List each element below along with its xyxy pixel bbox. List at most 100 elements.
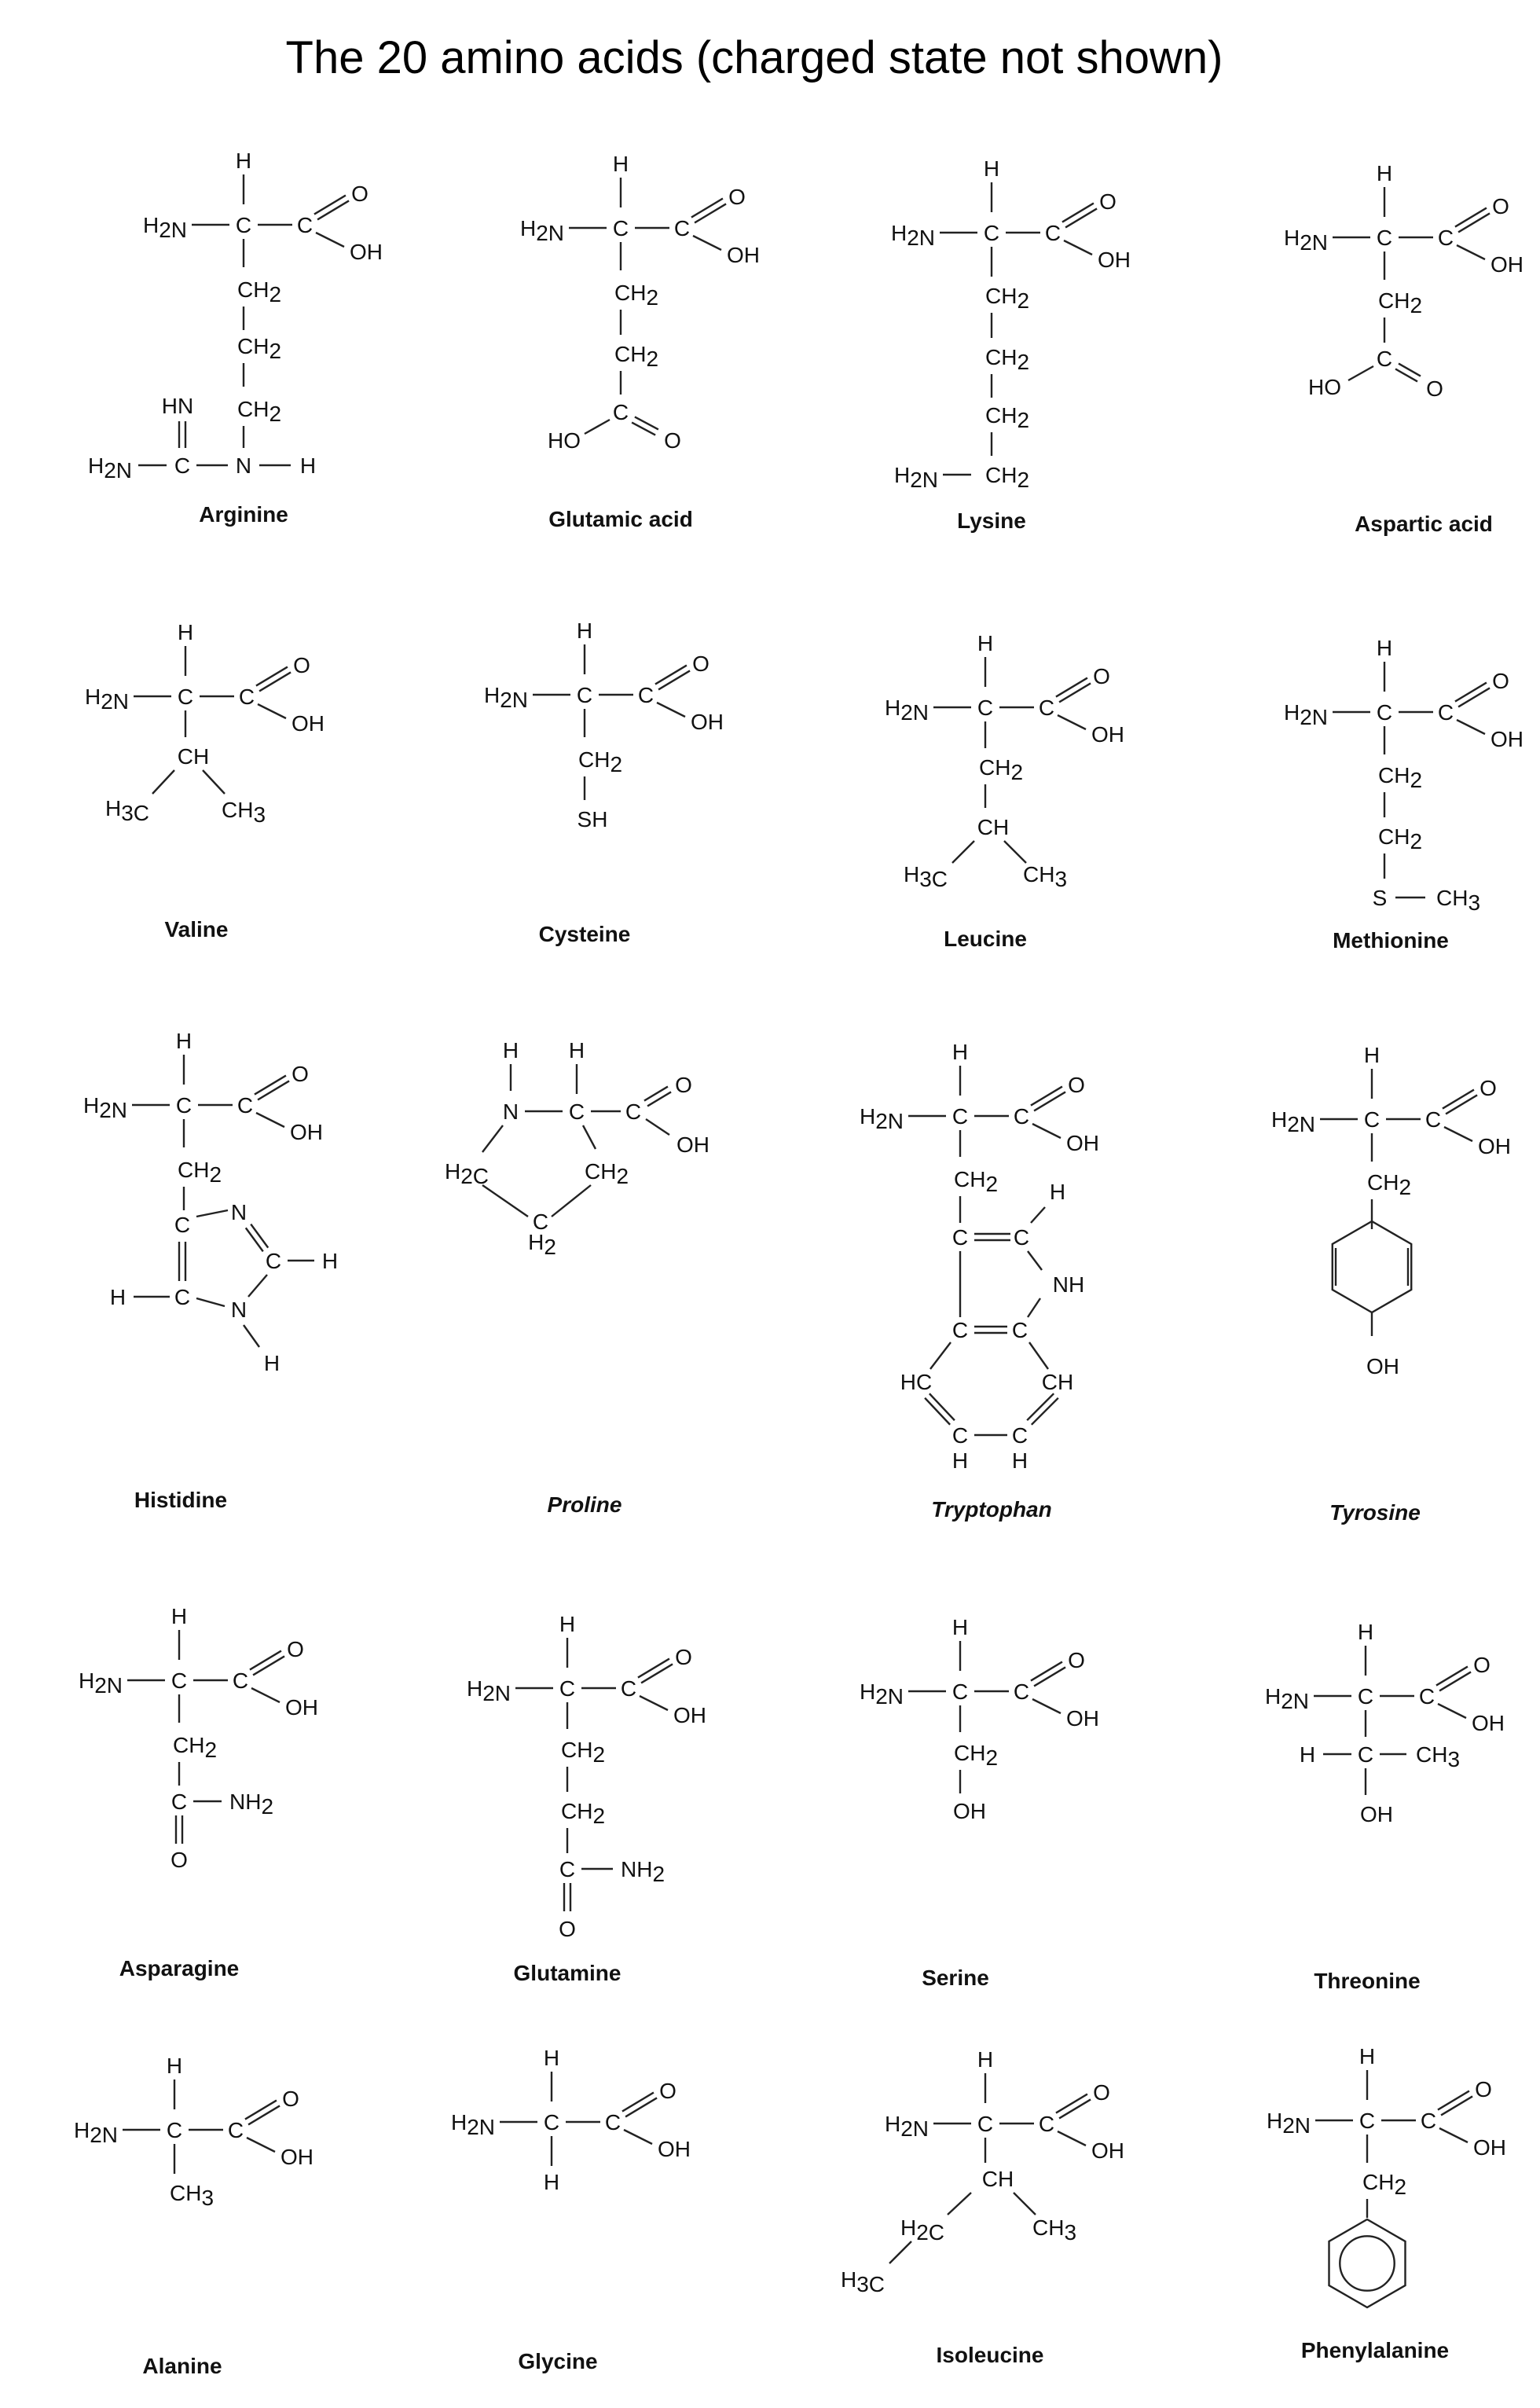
atom-label: H xyxy=(503,1038,519,1063)
atom-label: OH xyxy=(1473,2135,1506,2160)
bond-line xyxy=(1443,1125,1473,1143)
bond-line xyxy=(257,1080,290,1101)
atom-label: CH2 xyxy=(1378,763,1422,792)
bond-line xyxy=(930,1342,952,1370)
atom-label: CH2 xyxy=(985,403,1029,432)
amino-acid-name: Leucine xyxy=(944,927,1027,951)
atom-label: N xyxy=(231,1298,247,1322)
atom-label: C xyxy=(613,400,629,424)
atom-label: CH2 xyxy=(1378,824,1422,853)
atom-label: H2N xyxy=(520,216,564,245)
atom-label: H2C xyxy=(445,1159,489,1188)
bond-line xyxy=(202,769,226,795)
atom-label: CH3 xyxy=(1032,2215,1076,2245)
bond-line xyxy=(315,231,345,248)
atom-label: CH2 xyxy=(985,345,1029,374)
bond-line xyxy=(314,194,346,215)
atom-label: OH xyxy=(1091,2138,1124,2163)
bond-line xyxy=(656,701,686,718)
bond-line xyxy=(889,2241,912,2264)
atom-label: H xyxy=(171,1604,187,1628)
bond-line xyxy=(1028,1342,1049,1370)
atom-label: H2N xyxy=(885,696,929,725)
atom-label: C xyxy=(977,2112,993,2136)
atom-label: C xyxy=(178,685,193,709)
bond-line xyxy=(152,769,175,795)
atom-label: H2N xyxy=(484,683,528,712)
bond-line xyxy=(947,2192,972,2215)
atom-label: H2N xyxy=(860,1679,904,1709)
amino-acid-name: Proline xyxy=(548,1492,622,1517)
atom-label: C xyxy=(621,1676,636,1701)
atom-label: H2N xyxy=(88,453,132,483)
atom-label: OH xyxy=(1098,248,1131,272)
atom-label: CH2 xyxy=(954,1741,998,1770)
atom-label: NH2 xyxy=(621,1857,665,1886)
amino-acid-name: Tryptophan xyxy=(931,1497,1051,1522)
atom-label: O xyxy=(1492,669,1509,693)
atom-label: C xyxy=(613,216,629,240)
atom-label: C xyxy=(1438,700,1454,725)
atom-label: O xyxy=(675,1645,692,1669)
amino-acid-name: Methionine xyxy=(1333,928,1449,953)
atom-label: H xyxy=(236,149,251,173)
bond-line xyxy=(1456,244,1486,261)
bond-line xyxy=(1030,1206,1046,1224)
atom-label: H xyxy=(178,620,193,644)
atom-label: O xyxy=(282,2087,299,2111)
atom-label: C xyxy=(952,1225,968,1250)
atom-label: CH2 xyxy=(985,463,1029,492)
atom-label: CH3 xyxy=(170,2181,214,2210)
bond-line xyxy=(1445,1094,1478,1115)
atom-label: S xyxy=(1373,886,1388,910)
atom-label: H2N xyxy=(143,213,187,242)
bond-line xyxy=(1458,687,1490,708)
atom-label: CH3 xyxy=(222,798,266,827)
atom-label: OH xyxy=(1091,722,1124,747)
atom-label: OH xyxy=(1366,1354,1399,1378)
aromatic-circle xyxy=(1339,2235,1395,2292)
bond-line xyxy=(1436,1665,1468,1687)
atom-label: C xyxy=(638,683,654,707)
atom-label: H2N xyxy=(79,1668,123,1698)
amino-acid-name: Glutamine xyxy=(514,1961,622,1985)
atom-label: H xyxy=(110,1285,126,1309)
bond-line xyxy=(1437,1702,1467,1720)
atom-label: NH xyxy=(1053,1272,1084,1297)
atom-label: C xyxy=(577,683,592,707)
atom-label: OH xyxy=(691,710,724,734)
atom-label: C xyxy=(167,2118,182,2142)
bond-line xyxy=(1348,365,1374,382)
atom-label: OH xyxy=(285,1695,318,1720)
amino-acid-name: Alanine xyxy=(142,2354,222,2378)
atom-label: C xyxy=(171,1668,187,1693)
atom-label: HO xyxy=(548,428,581,453)
bond-line xyxy=(1398,362,1421,377)
atom-label: H xyxy=(1377,161,1392,185)
atom-label: H xyxy=(569,1038,585,1063)
bond-line xyxy=(637,1657,670,1679)
atom-label: C xyxy=(174,453,190,478)
atom-label: O xyxy=(1426,376,1443,401)
bond-line xyxy=(647,1091,672,1107)
bond-line xyxy=(1439,2127,1468,2144)
bond-line xyxy=(640,1663,673,1684)
atom-label: O xyxy=(1473,1653,1490,1677)
bond-line xyxy=(1057,714,1087,731)
atom-label: C xyxy=(952,1679,968,1704)
bond-line xyxy=(1032,1122,1062,1140)
atom-label: O xyxy=(293,653,310,677)
atom-label: HC xyxy=(900,1370,932,1394)
atom-label: H2N xyxy=(1271,1107,1315,1136)
amino-acid-name: Phenylalanine xyxy=(1301,2338,1449,2362)
atom-label: H2N xyxy=(467,1676,511,1705)
